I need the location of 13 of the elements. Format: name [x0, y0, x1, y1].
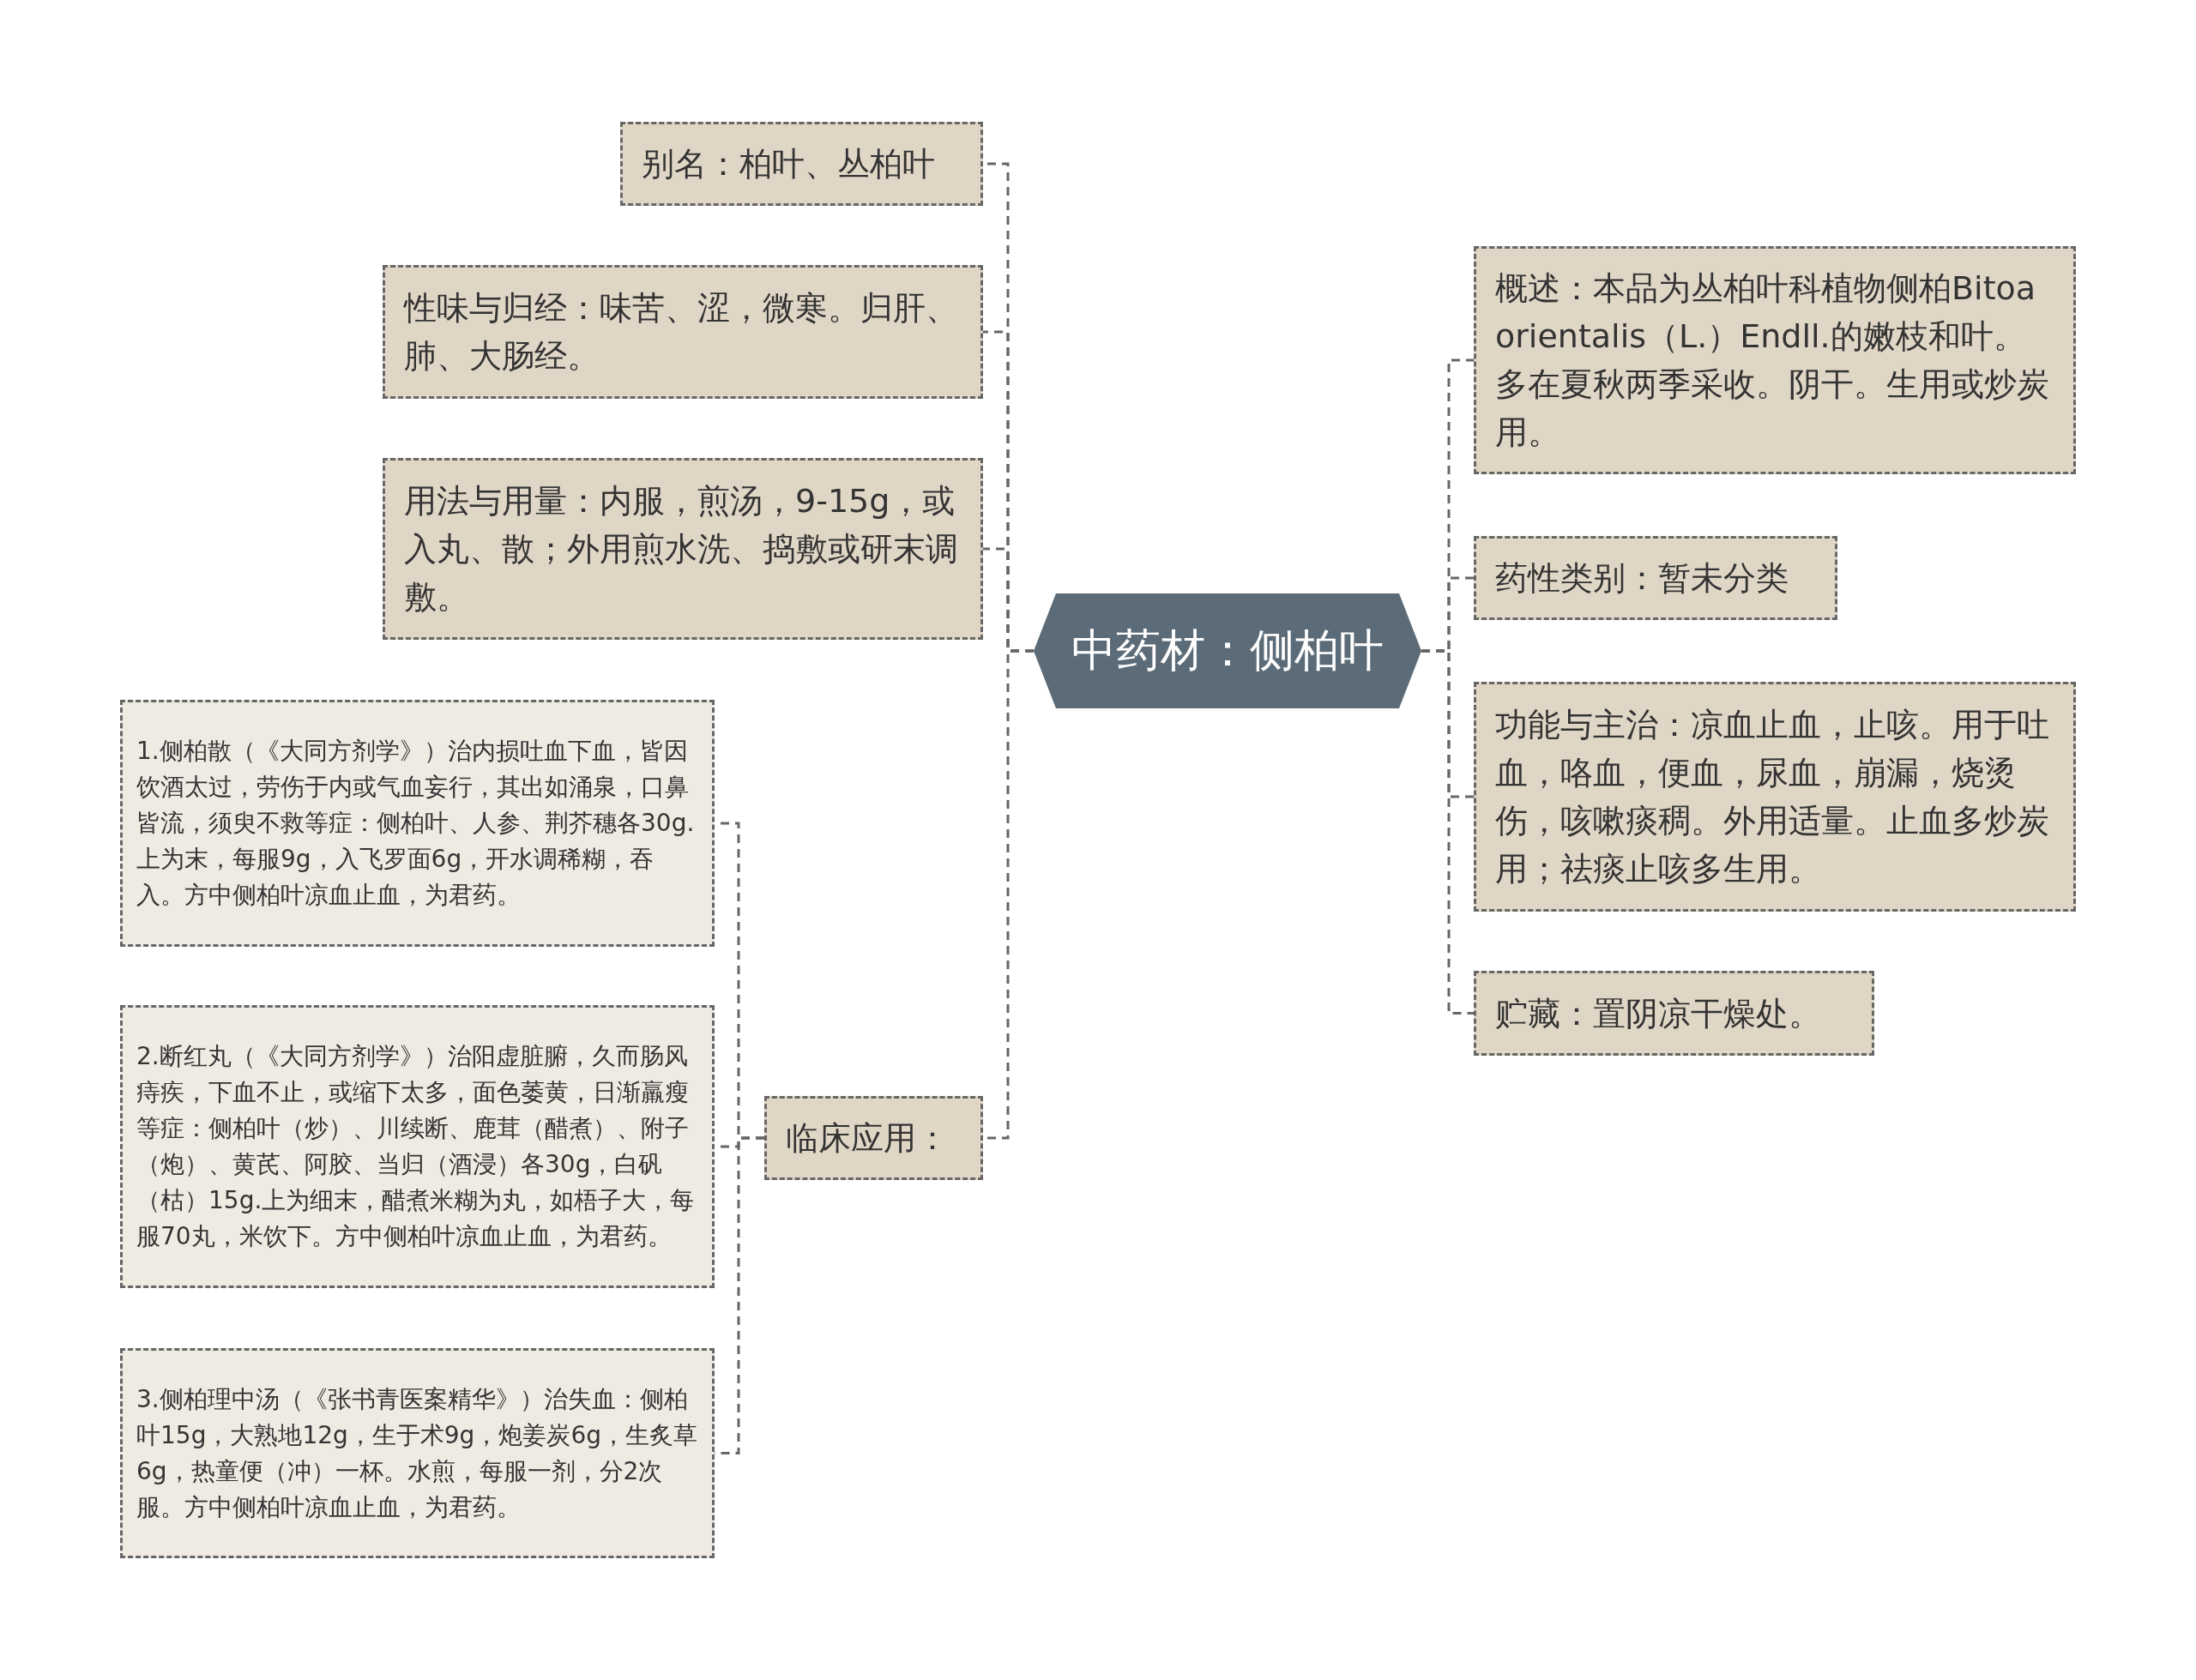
topic-box: 临床应用：: [764, 1096, 983, 1180]
subtopic-box: 2.断红丸（《大同方剂学》）治阳虚脏腑，久而肠风痔疾，下血不止，或缩下太多，面色萎黄，日渐羸瘦等症：侧柏叶（炒）、川续断、鹿茸（醋煮）、附子（炮）、黄芪、阿胶、当归（酒浸）各30g，白矾（枯）15g.上为细末，醋煮米糊为丸，如梧子大，每服70丸，米饮下。方中侧柏叶凉血止血，为君药。: [120, 1005, 715, 1288]
topic-box: 功能与主治：凉血止血，止咳。用于吐血，咯血，便血，尿血，崩漏，烧烫伤，咳嗽痰稠。外用适量。止血多炒炭用；祛痰止咳多生用。: [1474, 682, 2076, 912]
central-topic-hexagon: 中药材：侧柏叶: [1034, 593, 1421, 708]
subtopic-box: 1.侧柏散（《大同方剂学》）治内损吐血下血，皆因饮酒太过，劳伤于内或气血妄行，其出如涌泉，口鼻皆流，须臾不救等症：侧柏叶、人参、荆芥穗各30g.上为末，每服9g，入飞罗面6g，开水调稀糊，吞入。方中侧柏叶凉血止血，为君药。: [120, 700, 715, 947]
topic-box: 用法与用量：内服，煎汤，9-15g，或入丸、散；外用煎水洗、捣敷或研末调敷。: [383, 458, 983, 640]
topic-box: 药性类别：暂未分类: [1474, 536, 1837, 620]
topic-box: 概述：本品为丛柏叶科植物侧柏Bitoa orientalis（L.）Endll.的嫩枝和叶。多在夏秋两季采收。阴干。生用或炒炭用。: [1474, 246, 2076, 474]
topic-box: 贮藏：置阴凉干燥处。: [1474, 971, 1874, 1056]
subtopic-box: 3.侧柏理中汤（《张书青医案精华》）治失血：侧柏叶15g，大熟地12g，生于术9g，炮姜炭6g，生炙草6g，热童便（冲）一杯。水煎，每服一剂，分2次服。方中侧柏叶凉血止血，为君药。: [120, 1348, 715, 1558]
topic-box: 别名：柏叶、丛柏叶: [620, 122, 983, 206]
topic-box: 性味与归经：味苦、涩，微寒。归肝、肺、大肠经。: [383, 265, 983, 399]
connector-line: [1421, 649, 1474, 1015]
